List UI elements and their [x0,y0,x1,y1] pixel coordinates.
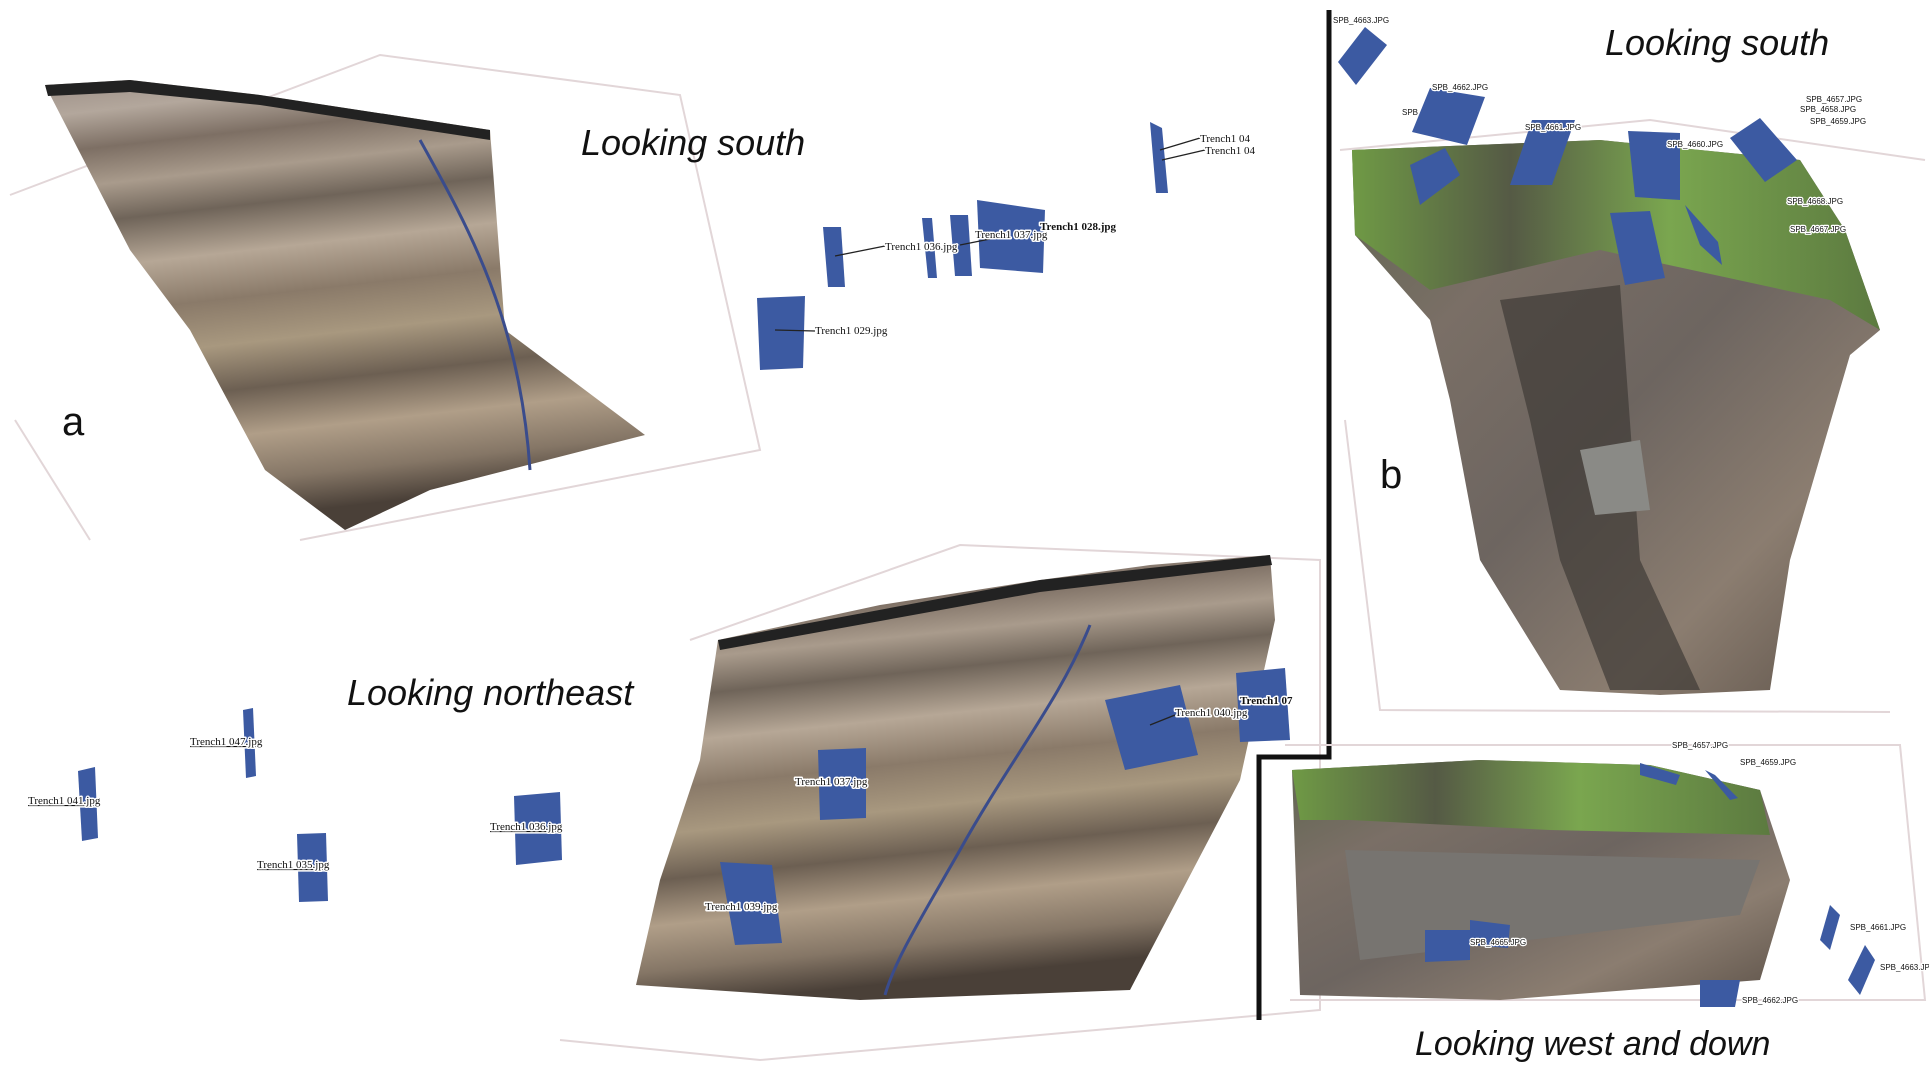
camera-label: Trench1 039.jpg [705,901,778,913]
camera-frame [1628,131,1680,200]
camera-frame [1640,763,1680,785]
panel-b-top-view: Looking south b SPB_4663.JPG SPB_4662.JP… [1332,15,1926,713]
camera-label: Trench1 07 [1240,695,1293,707]
camera-label: Trench1 036.jpg [885,241,958,253]
camera-frame [922,218,937,278]
camera-frame [1705,770,1738,800]
camera-label: SPB_4659.JPG [1740,758,1796,767]
panel-b-bottom-view: Looking west and down SPB_4657.JPG SPB_4… [1285,740,1929,1063]
camera-label: SPB_4660.JPG [1667,140,1723,149]
boulder [1580,440,1650,515]
camera-frame [297,833,328,902]
camera-label: SPB_4657.JPG [1806,95,1862,104]
camera-label: Trench1 037.jpg [795,776,868,788]
camera-frame [1150,122,1168,193]
camera-frame [1685,205,1722,265]
leader-line [1159,137,1201,151]
camera-label: SPB_4661.JPG [1850,923,1906,932]
camera-label: Trench1 028.jpg [1040,221,1116,233]
model-edge [718,555,1272,650]
camera-label: Trench1 04 [1205,145,1256,157]
bounding-box [1285,744,1927,1001]
camera-frame [1410,148,1460,205]
camera-frame [78,767,98,841]
panel-a-top-view: Looking south a Trench1 029.jpg Trench1 … [9,53,1257,541]
outcrop-model [45,80,645,530]
camera-frame [1848,945,1875,995]
camera-label: SPB [1402,108,1418,117]
view-title: Looking south [1605,22,1829,63]
camera-label: Trench1 040.jpg [1175,707,1248,719]
camera-frame [1820,905,1840,950]
bounding-box-edge [1344,419,1891,713]
leader-line [774,329,816,332]
camera-label: SPB_4662.JPG [1432,83,1488,92]
rope-line [883,624,1092,996]
bounding-box [1339,118,1926,161]
camera-label: Trench1 037.jpg [975,229,1048,241]
leader-line [834,245,886,257]
camera-label: SPB_4665.JPG [1470,938,1526,947]
camera-frame [1412,88,1485,145]
camera-frame [757,296,805,370]
panel-letter-a: a [62,400,85,444]
camera-frame [818,748,866,820]
view-title: Looking south [581,122,805,163]
vegetation [1292,760,1770,835]
camera-label: SPB_4668.JPG [1787,197,1843,206]
camera-frame [1510,120,1575,185]
camera-label: SPB_4662.JPG [1742,996,1798,1005]
rope-line [418,139,532,471]
camera-label: Trench1 029.jpg [815,325,888,337]
camera-frame [1105,685,1198,770]
leader-line [1149,714,1176,726]
camera-frame [243,708,256,778]
camera-frame [1700,980,1740,1007]
camera-label: Trench1 04 [1200,133,1251,145]
camera-group: Trench1 029.jpg Trench1 036.jpg Trench1 … [757,122,1257,370]
camera-label: SPB_4658.JPG [1800,105,1856,114]
divider-line [1256,10,1332,1020]
camera-frame [950,215,972,276]
view-title: Looking west and down [1415,1025,1770,1063]
panel-divider [1256,10,1332,1020]
camera-label: SPB_4657.JPG [1672,741,1728,750]
camera-group: SPB_4663.JPG SPB_4662.JPG SPB SPB_4661.J… [1332,15,1867,285]
model-edge [45,80,490,140]
panel-letter-b: b [1380,453,1402,497]
camera-label: Trench1 047.jpg [190,736,263,748]
camera-group: SPB_4657.JPG SPB_4659.JPG SPB_4661.JPG S… [1425,740,1929,1007]
camera-label: SPB_4659.JPG [1810,117,1866,126]
camera-frame [1425,930,1470,962]
camera-frame [977,200,1045,273]
camera-label: SPB_4667.JPG [1790,225,1846,234]
camera-frame [514,792,562,865]
camera-frame [1730,118,1797,182]
leader-line [1161,149,1206,161]
camera-frame [823,227,845,287]
camera-label: Trench1 041.jpg [28,795,101,807]
camera-label: SPB_4663.JPG [1880,963,1929,972]
leader-line [959,234,1011,246]
camera-label: Trench1 036.jpg [490,821,563,833]
camera-frame [1236,668,1290,742]
camera-frame [720,862,782,945]
panel-a-bottom-view: Looking northeast Trench1 041.jpg Trench… [27,543,1321,1062]
view-title: Looking northeast [347,672,635,713]
camera-label: SPB_4661.JPG [1525,123,1581,132]
bounding-box-edge [14,419,91,541]
camera-frame [1338,27,1387,85]
camera-frame [1470,920,1510,948]
camera-group: Trench1 041.jpg Trench1 047.jpg Trench1 … [27,668,1294,945]
camera-frame [1610,211,1665,285]
camera-label: Trench1 035.jpg [257,859,330,871]
camera-label: SPB_4663.JPG [1333,16,1389,25]
outcrop-model [636,555,1275,1000]
